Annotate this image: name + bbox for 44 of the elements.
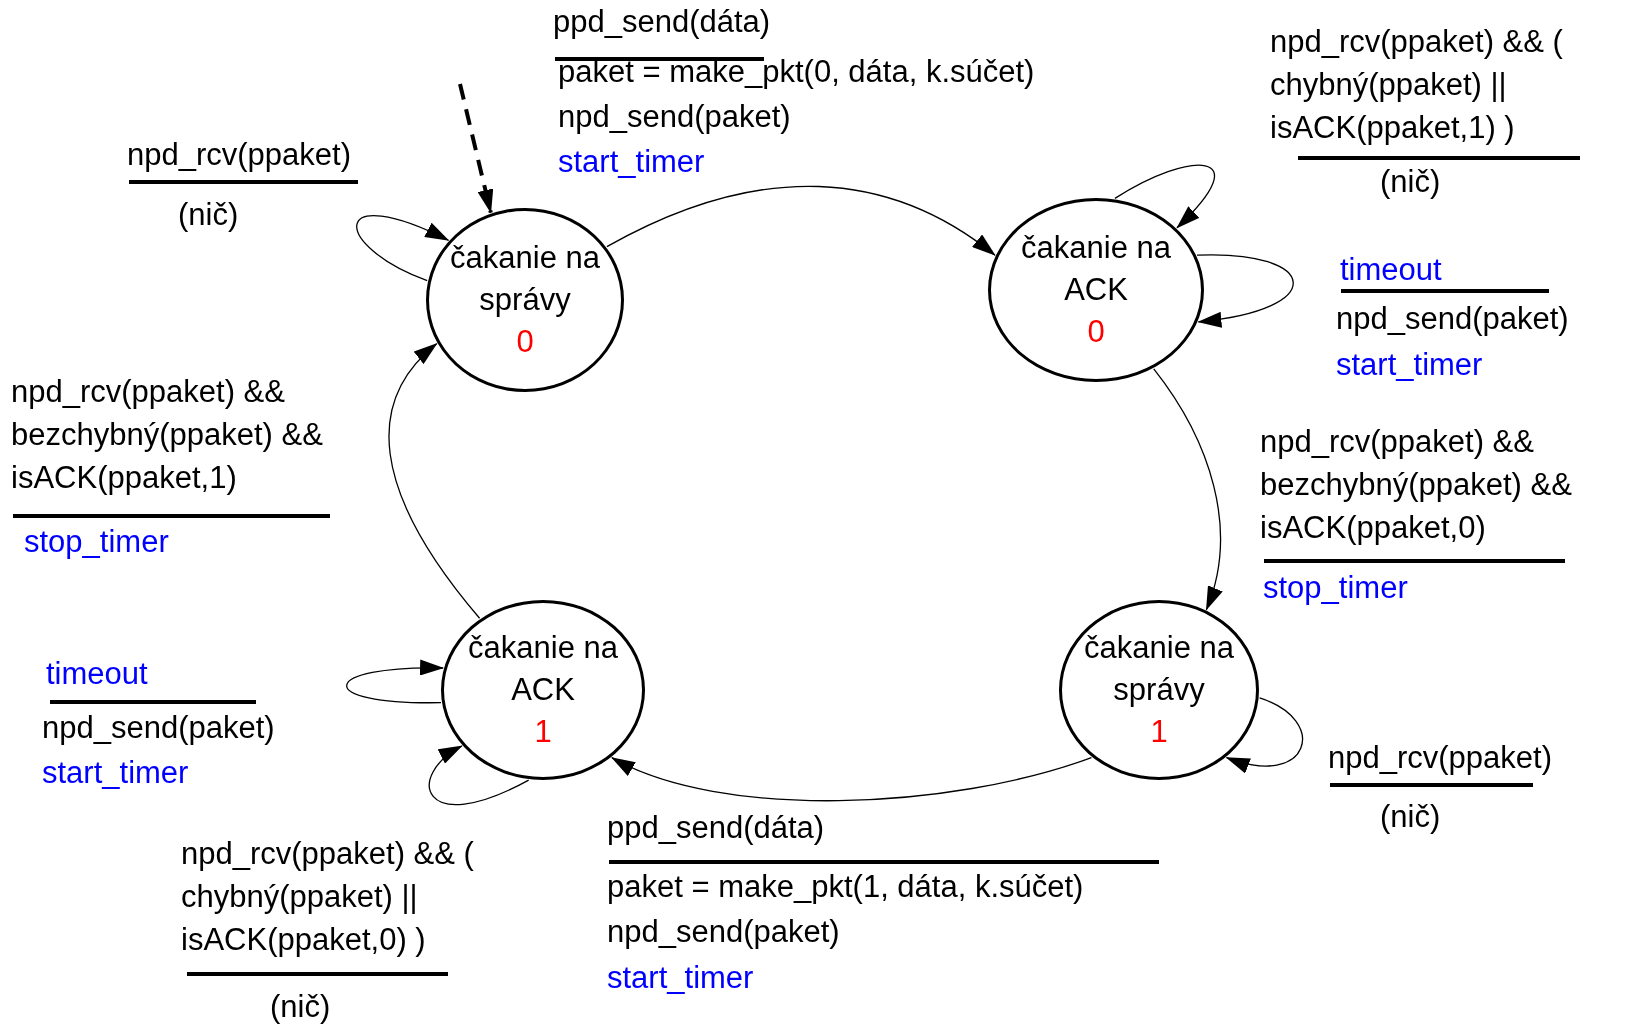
transition-text: npd_send(paket) xyxy=(607,913,840,951)
transition-text: start_timer xyxy=(558,143,705,181)
transition-text: stop_timer xyxy=(24,523,169,561)
transition-text: (nič) xyxy=(1380,163,1441,201)
transition-text: ppd_send(dáta) xyxy=(553,3,771,41)
state-number: 1 xyxy=(1149,713,1169,751)
transition-text: start_timer xyxy=(1336,346,1483,384)
transition-arrow xyxy=(606,185,996,256)
transition-arrow xyxy=(1114,164,1216,229)
state-name: čakanie na správy xyxy=(1084,629,1234,709)
transition-arrow xyxy=(611,757,1093,802)
transition-text: (nič) xyxy=(270,988,331,1026)
transition-text: timeout xyxy=(1340,251,1442,289)
transition-text: stop_timer xyxy=(1263,569,1408,607)
state-number: 0 xyxy=(1086,313,1106,351)
state-number: 1 xyxy=(533,713,553,751)
transition-arrow xyxy=(346,660,445,704)
transition-text: npd_rcv(ppaket) xyxy=(127,136,351,174)
transition-text: npd_send(paket) xyxy=(42,709,275,747)
transition-text: (nič) xyxy=(178,196,239,234)
transition-text: ppd_send(dáta) xyxy=(607,809,825,847)
state-name: čakanie na správy xyxy=(450,239,600,319)
state-number: 0 xyxy=(515,323,535,361)
start-arrow xyxy=(458,83,494,214)
transition-text: npd_rcv(ppaket) && bezchybný(ppaket) && isACK(ppaket,1) xyxy=(11,373,324,497)
transition-text: paket = make_pkt(1, dáta, k.súčet) xyxy=(607,868,1084,906)
transition-text: npd_send(paket) xyxy=(558,98,791,136)
transition-arrow xyxy=(1196,254,1294,327)
transition-arrow xyxy=(388,343,481,619)
transition-text: npd_rcv(ppaket) && ( chybný(ppaket) || isACK(ppaket,0) ) xyxy=(181,835,475,959)
transition-text: (nič) xyxy=(1380,798,1441,836)
transition-arrow xyxy=(429,745,530,805)
state-name: čakanie na ACK xyxy=(468,629,618,709)
transition-text: start_timer xyxy=(607,959,754,997)
transition-arrow xyxy=(356,215,450,282)
transition-text: timeout xyxy=(46,655,148,693)
state-name: čakanie na ACK xyxy=(1021,229,1171,309)
transition-text: start_timer xyxy=(42,754,189,792)
transition-text: paket = make_pkt(0, dáta, k.súčet) xyxy=(558,53,1035,91)
transition-text: npd_rcv(ppaket) && ( chybný(ppaket) || isACK(ppaket,1) ) xyxy=(1270,23,1564,147)
transition-arrow xyxy=(1225,697,1304,773)
transition-text: npd_send(paket) xyxy=(1336,300,1569,338)
transition-text: npd_rcv(ppaket) && bezchybný(ppaket) && isACK(ppaket,0) xyxy=(1260,423,1573,547)
transition-text: npd_rcv(ppaket) xyxy=(1328,739,1552,777)
